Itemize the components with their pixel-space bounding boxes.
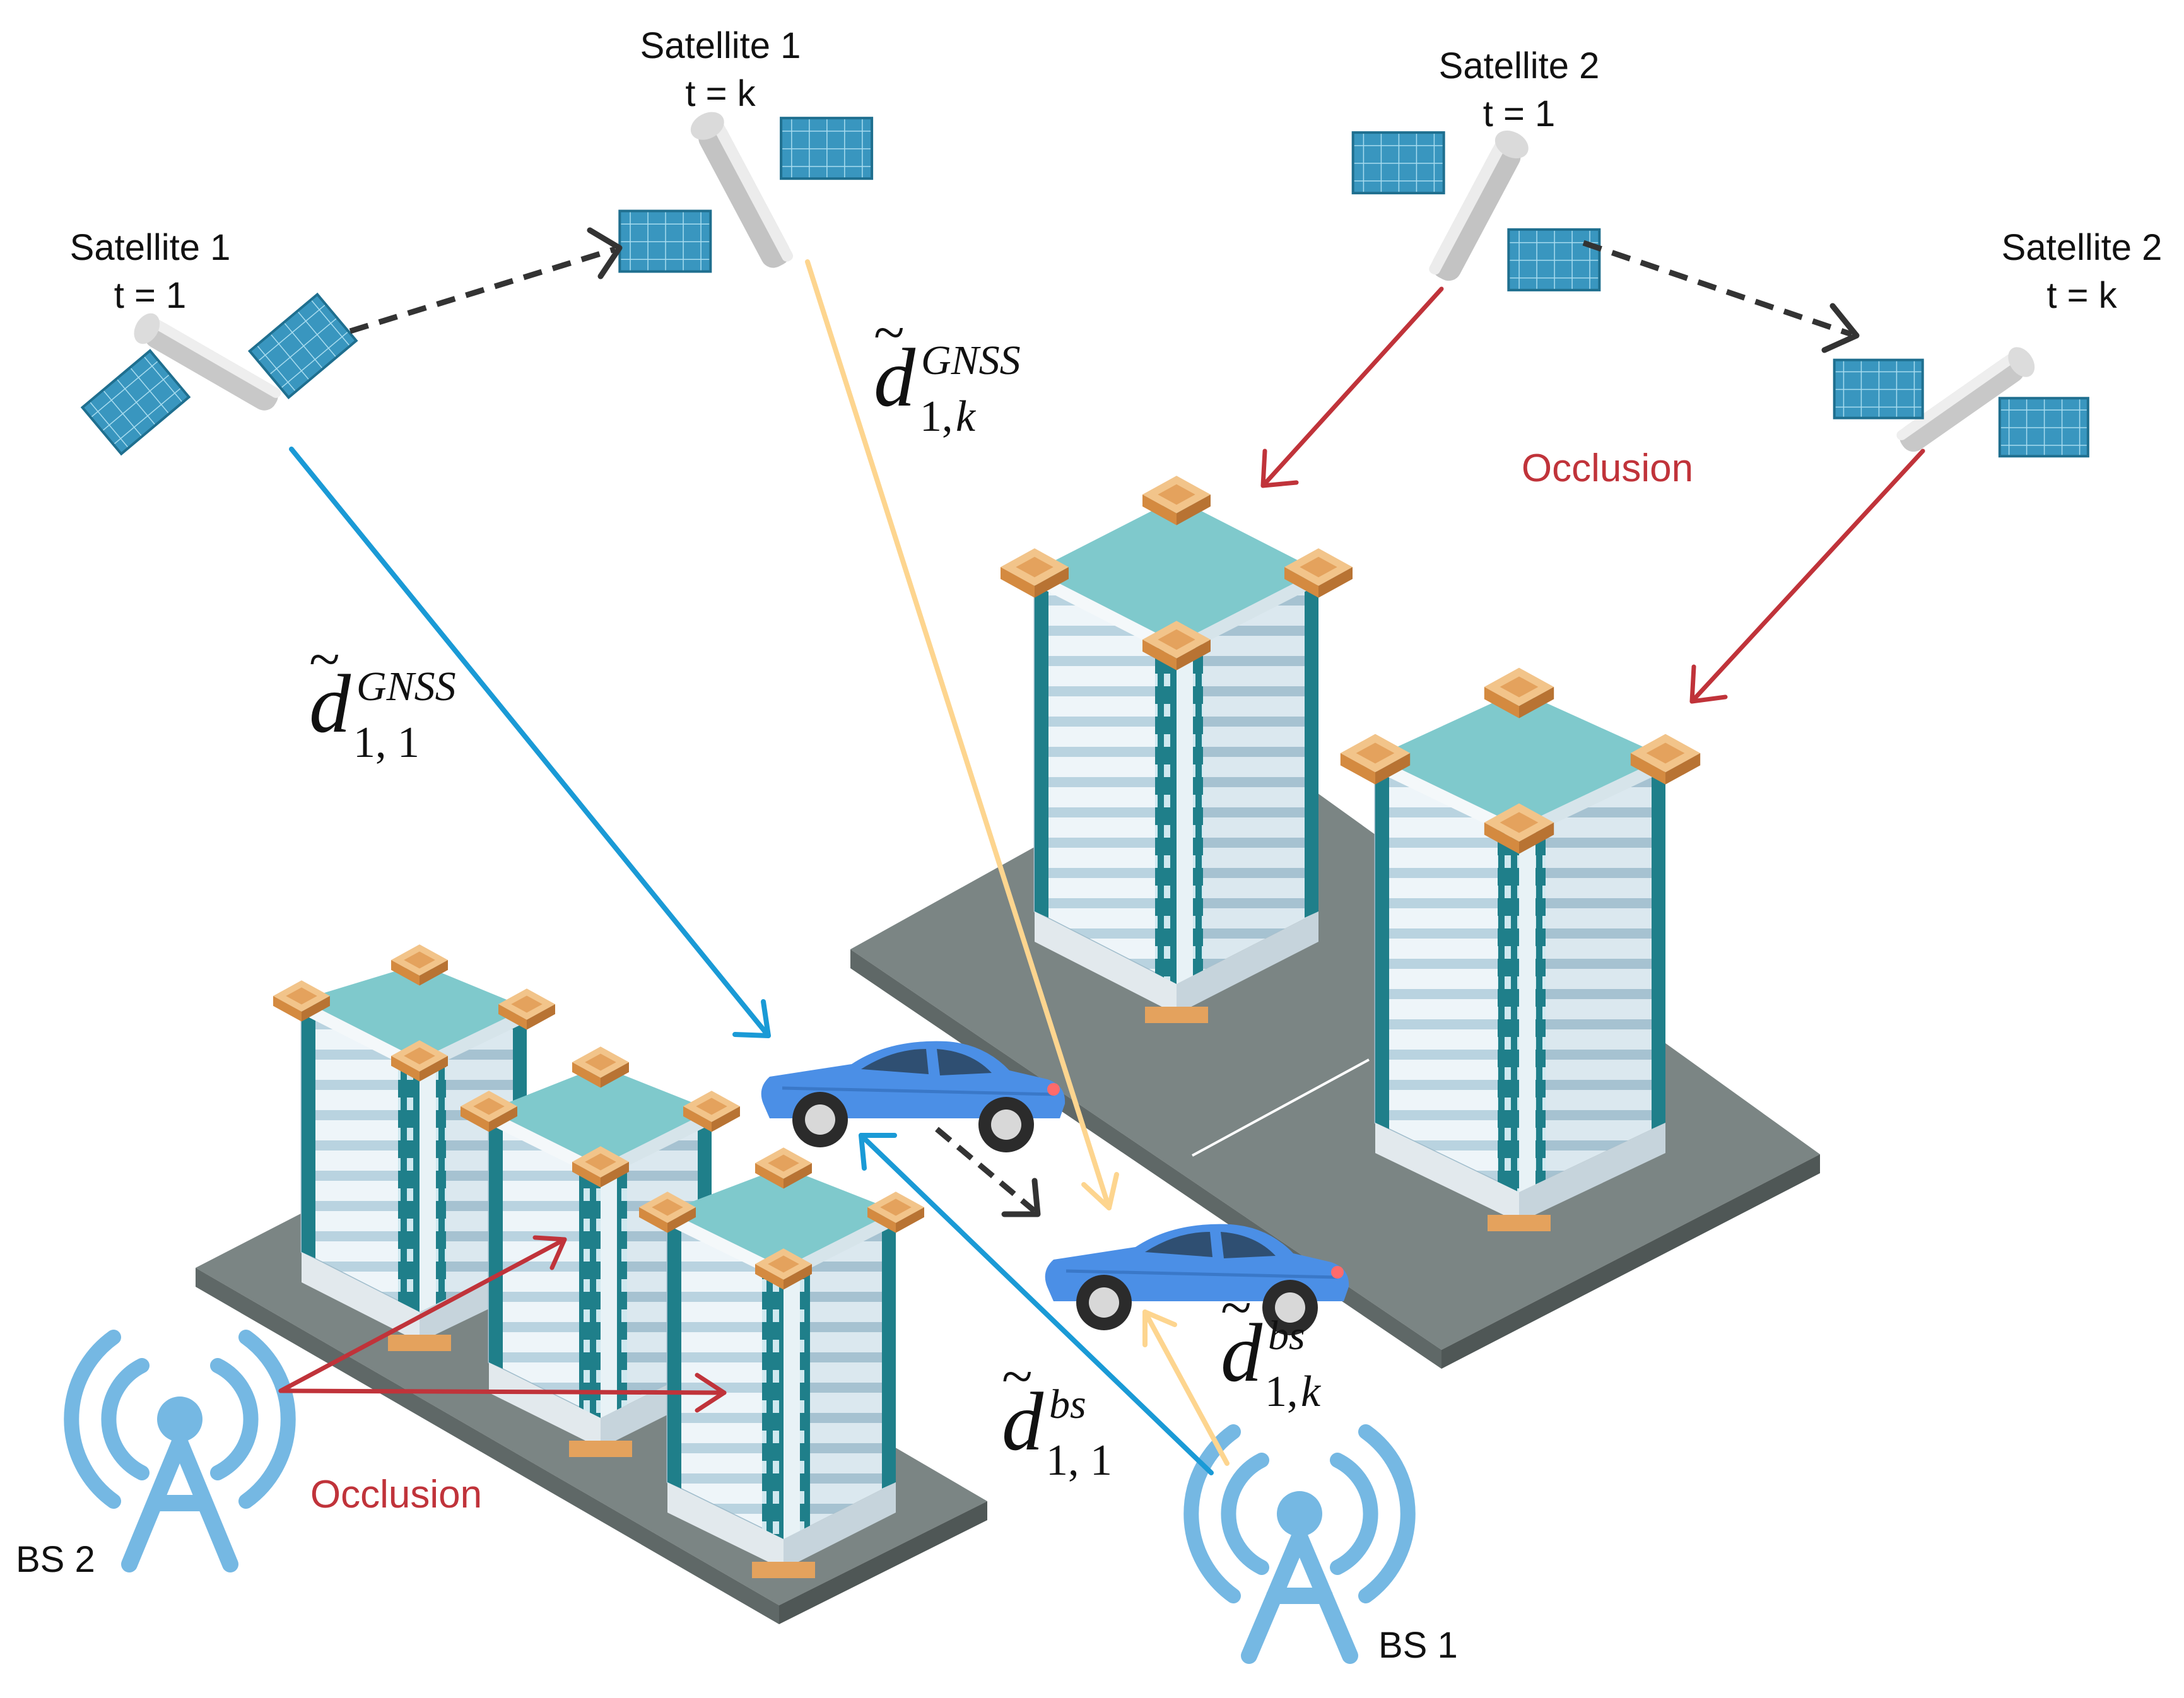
svg-text:~: ~: [1221, 1277, 1252, 1339]
occluded-link-bs2-b: [278, 1373, 727, 1413]
base-station-1-icon: [1183, 1424, 1416, 1664]
svg-text:~: ~: [874, 302, 905, 364]
base-station-2-icon: [64, 1330, 296, 1572]
svg-text:1,: 1,: [920, 392, 953, 441]
bs1-label: BS 1: [1378, 1625, 1458, 1666]
svg-text:1, 1: 1, 1: [1046, 1436, 1112, 1485]
satellite-2-tk-time: t = k: [2046, 275, 2117, 316]
bs1-link-vehicle-tk: [1142, 1309, 1230, 1466]
svg-text:d: d: [1002, 1375, 1044, 1468]
building-right-back: [1001, 476, 1353, 1023]
satellite-1-t1-icon: [80, 292, 358, 456]
satellite-2-tk-icon: [1833, 347, 2089, 458]
satellite-2-t1-time: t = 1: [1483, 93, 1555, 134]
svg-text:~: ~: [309, 628, 340, 691]
occlusion-label-bs2: Occlusion: [310, 1473, 482, 1516]
svg-text:1,: 1,: [1265, 1367, 1298, 1416]
gnss-link-sat1-t1: [289, 447, 771, 1038]
satellite-1-tk-name: Satellite 1: [640, 25, 801, 66]
occluded-link-sat2-t1: [1260, 286, 1444, 488]
occlusion-label-buildings: Occlusion: [1522, 447, 1693, 490]
occluded-link-bs2-a: [278, 1235, 567, 1393]
gnss-link-sat1-tk: [805, 259, 1119, 1210]
vehicle-tk-icon: [1045, 1224, 1349, 1335]
occluded-link-sat2-tk: [1689, 448, 1925, 704]
measurement-bs-1-1: ~ d bs 1, 1: [1002, 1345, 1112, 1485]
svg-text:d: d: [874, 331, 916, 424]
svg-text:1, 1: 1, 1: [353, 718, 420, 767]
satellite-2-t1-name: Satellite 2: [1439, 45, 1600, 86]
measurement-gnss-1-1: ~ d GNSS 1, 1: [309, 628, 456, 767]
building-right-front: [1340, 667, 1701, 1231]
buildings: [273, 476, 1701, 1578]
bs2-label: BS 2: [16, 1539, 95, 1580]
svg-text:~: ~: [1002, 1345, 1033, 1408]
svg-text:k: k: [1301, 1367, 1322, 1416]
satellite-2-tk-name: Satellite 2: [2002, 227, 2163, 268]
bs1-link-vehicle-t1: [859, 1133, 1214, 1475]
measurement-bs-1-k: ~ d bs 1, k: [1221, 1277, 1322, 1416]
satellite-1-tk-time: t = k: [685, 73, 756, 114]
svg-text:bs: bs: [1268, 1313, 1305, 1359]
measurement-gnss-1-k: ~ d GNSS 1, k: [874, 302, 1021, 441]
svg-text:GNSS: GNSS: [921, 337, 1021, 384]
svg-text:d: d: [309, 657, 351, 750]
svg-text:k: k: [956, 392, 977, 441]
satellite-1-tk-icon: [618, 112, 874, 273]
motion-arrow-sat1: [349, 227, 623, 334]
svg-text:bs: bs: [1049, 1381, 1086, 1427]
satellite-1-t1-name: Satellite 1: [70, 227, 231, 268]
satellite-2-t1-icon: [1351, 131, 1601, 291]
svg-text:GNSS: GNSS: [356, 664, 456, 710]
vehicle-t1-icon: [761, 1041, 1066, 1152]
motion-arrow-sat2: [1582, 240, 1860, 353]
motion-arrow-vehicle: [935, 1127, 1041, 1217]
satellite-1-t1-time: t = 1: [114, 275, 186, 316]
svg-text:d: d: [1221, 1306, 1263, 1399]
building-left-front: [639, 1147, 924, 1578]
